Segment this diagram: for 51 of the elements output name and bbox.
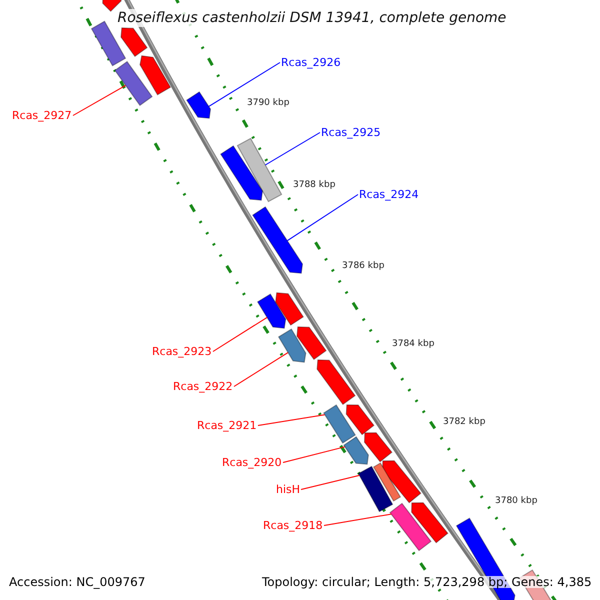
scale-label: 3790 kbp bbox=[247, 98, 290, 108]
scale-label: 3788 kbp bbox=[293, 180, 336, 190]
gene-block bbox=[296, 326, 327, 360]
gene-label: Rcas_2921 bbox=[197, 420, 257, 430]
gene-block bbox=[275, 292, 304, 326]
gene-block bbox=[114, 60, 153, 106]
gene-block bbox=[411, 502, 448, 544]
gene-block bbox=[139, 55, 172, 96]
leader-line bbox=[286, 194, 358, 242]
gene-block bbox=[120, 27, 148, 58]
gene-block bbox=[382, 460, 422, 504]
scale-label: 3786 kbp bbox=[342, 262, 384, 270]
gene-block bbox=[102, 0, 122, 12]
gene-block bbox=[316, 359, 356, 406]
leader-line bbox=[72, 84, 126, 116]
scale-label: 3782 kbp bbox=[443, 418, 486, 426]
scale-label: 3780 kbp bbox=[495, 496, 538, 506]
leader-line bbox=[282, 446, 346, 463]
leader-line bbox=[258, 414, 326, 426]
scale-label: 3784 kbp bbox=[392, 340, 434, 348]
gene-label: Rcas_2924 bbox=[359, 188, 419, 200]
gene-label: Rcas_2923 bbox=[152, 346, 212, 356]
gene-block bbox=[278, 328, 306, 363]
gene-block bbox=[236, 138, 282, 202]
gene-block bbox=[90, 20, 126, 66]
gene-block bbox=[256, 293, 286, 329]
gene-block bbox=[186, 91, 212, 119]
gene-label: Rcas_2918 bbox=[263, 520, 323, 530]
gene-block bbox=[252, 206, 304, 274]
gene-block bbox=[343, 436, 369, 465]
leader-line bbox=[324, 514, 392, 526]
gene-label: Rcas_2922 bbox=[173, 380, 233, 392]
leader-line bbox=[212, 316, 268, 352]
gene-label: Rcas_2927 bbox=[12, 110, 72, 120]
gene-block bbox=[323, 404, 356, 444]
leader-line bbox=[264, 132, 320, 166]
leader-line bbox=[300, 474, 360, 490]
accession-text: Accession: NC_009767 bbox=[9, 576, 146, 588]
genome-summary-text: Topology: circular; Length: 5,723,298 bp; Genes: 4,385 bbox=[262, 576, 592, 588]
gene-block bbox=[372, 462, 402, 502]
gene-block bbox=[346, 404, 375, 436]
gene-block bbox=[220, 145, 264, 201]
gene-block bbox=[364, 432, 393, 462]
leader-line bbox=[208, 62, 280, 107]
gene-label: Rcas_2926 bbox=[281, 56, 341, 68]
gene-label: Rcas_2920 bbox=[222, 456, 282, 468]
gene-block bbox=[358, 466, 394, 512]
gene-label: Rcas_2925 bbox=[321, 126, 381, 138]
leader-line bbox=[234, 352, 288, 387]
gene-label: hisH bbox=[276, 484, 300, 494]
gene-block bbox=[389, 502, 432, 552]
